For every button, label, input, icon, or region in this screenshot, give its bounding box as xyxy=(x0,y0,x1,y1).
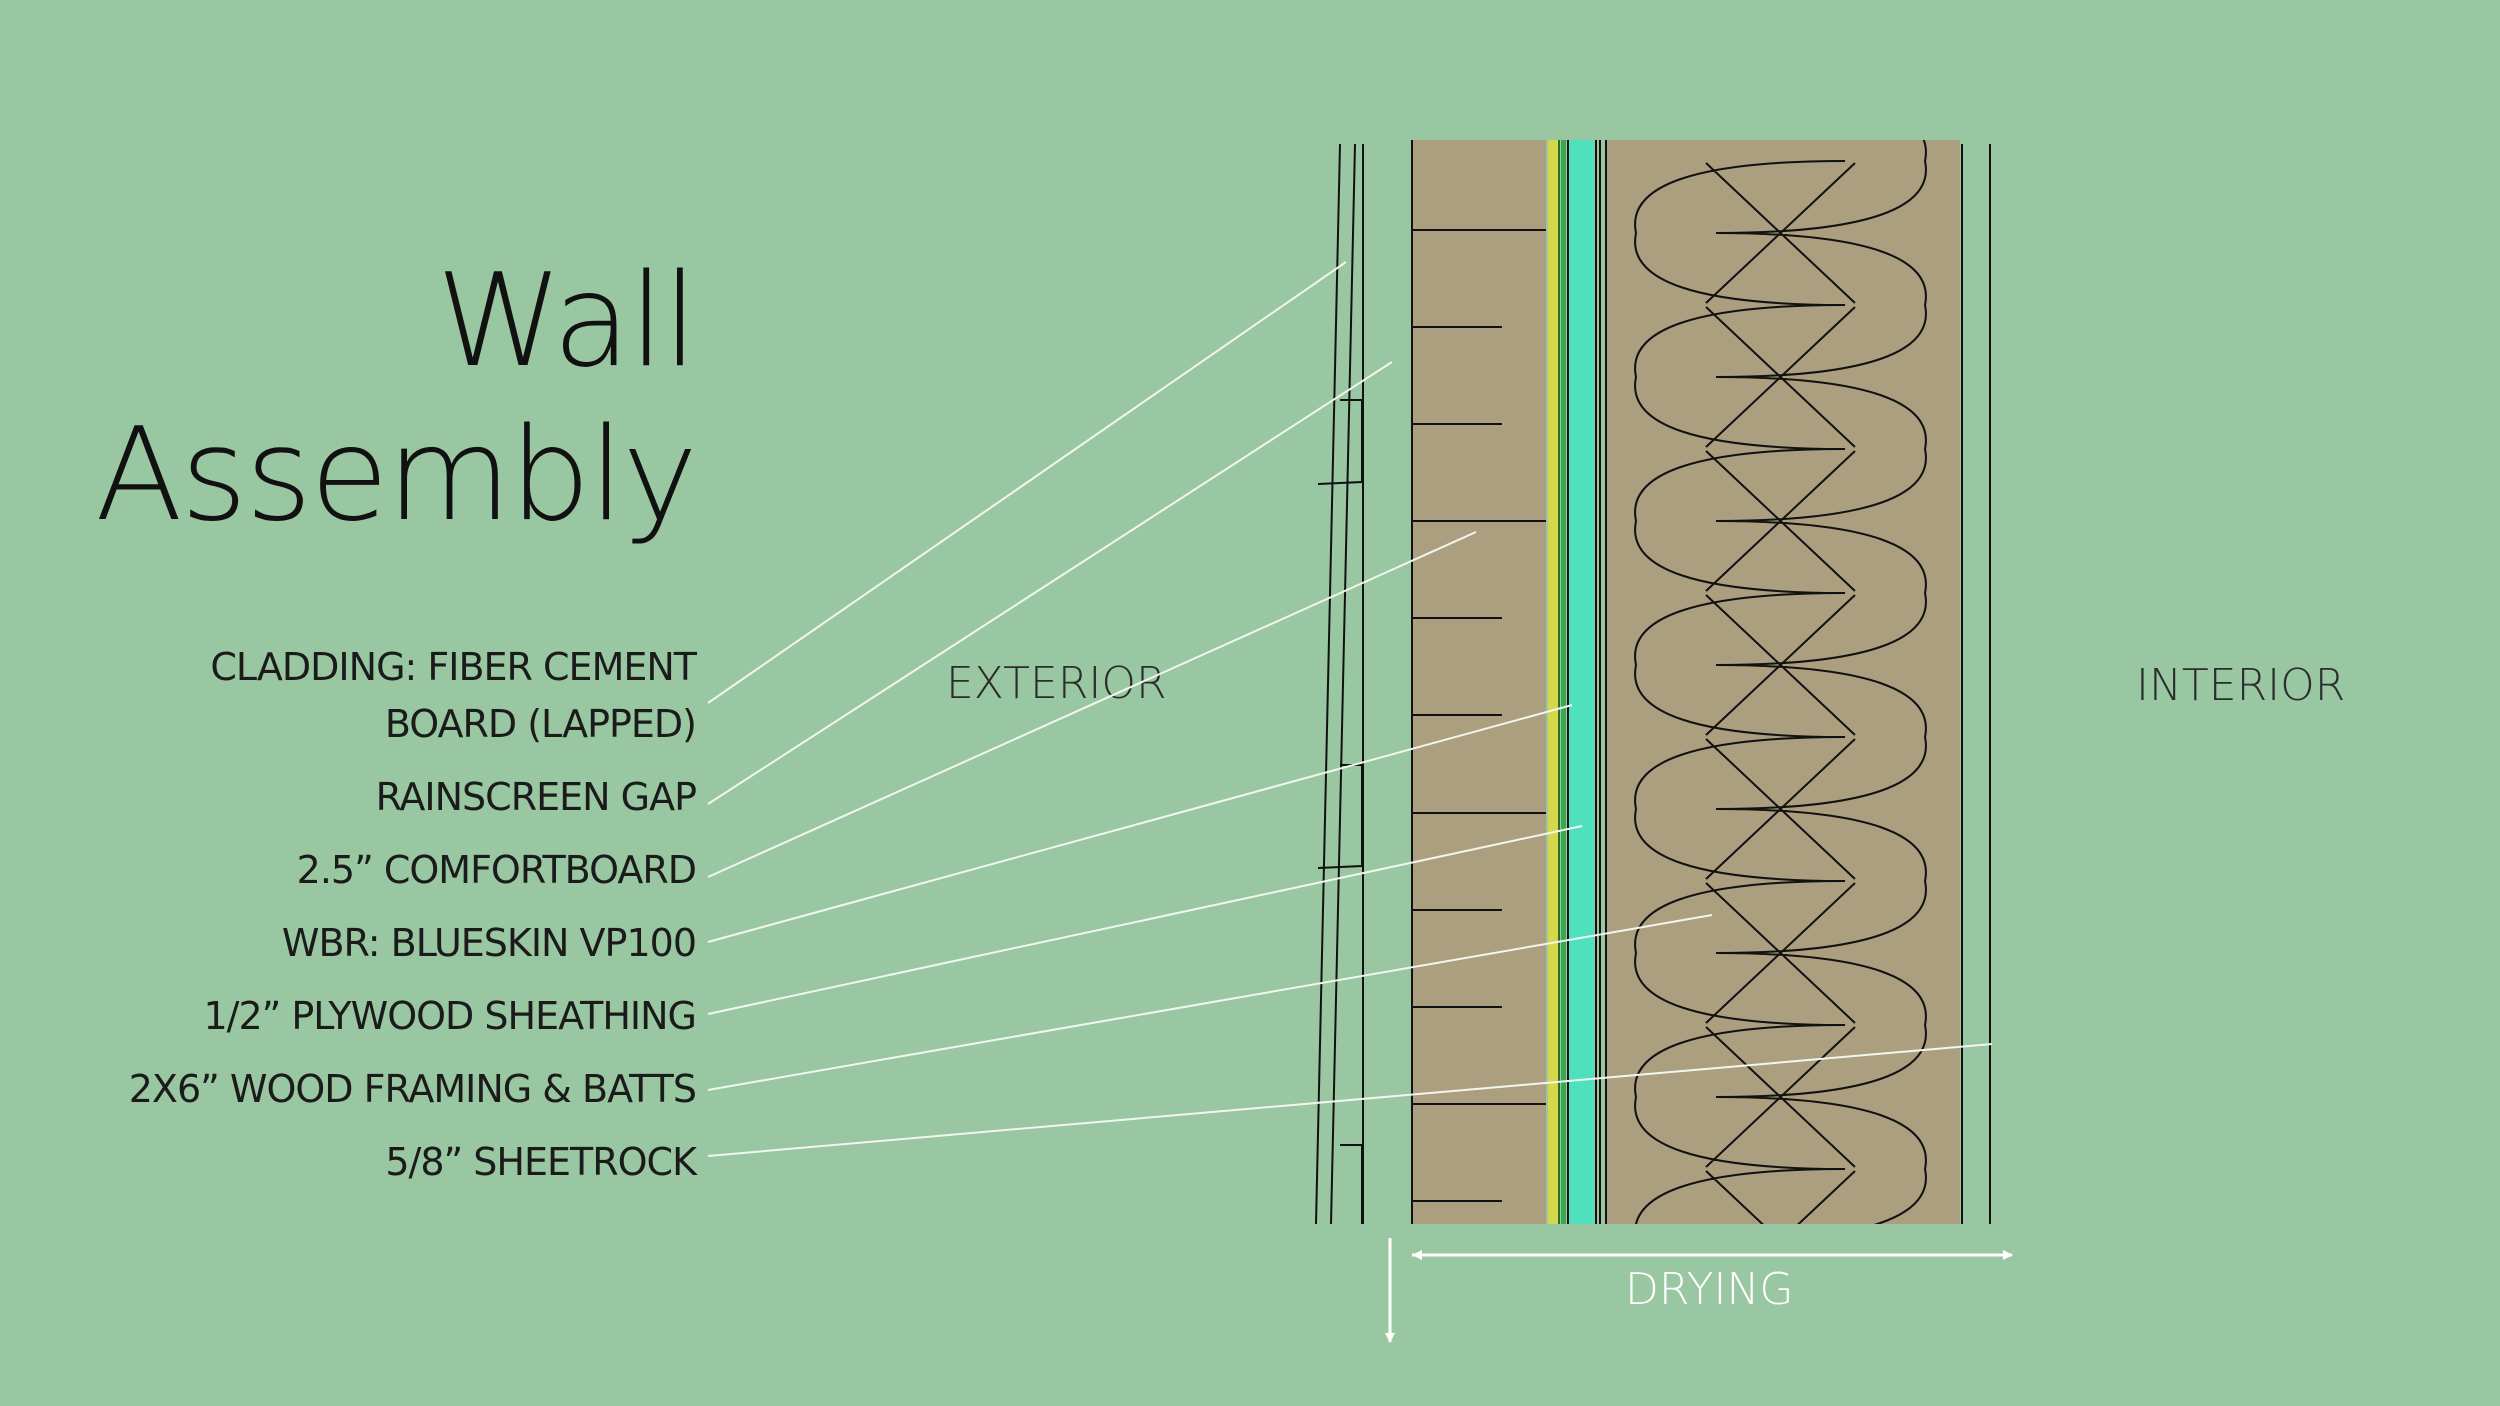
leader-cladding xyxy=(707,261,1347,704)
leader-lines xyxy=(707,261,1993,1157)
leader-wbr xyxy=(707,704,1573,943)
drying-label: DRYING xyxy=(1625,1264,1794,1315)
label-cladding-line-1: CLADDING: FIBER CEMENT xyxy=(210,645,697,689)
label-sheetrock: 5/8” SHEETROCK xyxy=(385,1140,697,1184)
membrane-layers xyxy=(1548,140,1601,1224)
leader-comfortboard xyxy=(707,531,1477,878)
interior-label: INTERIOR xyxy=(2136,660,2346,711)
cladding-boards xyxy=(1315,143,1364,1225)
leader-framing xyxy=(707,914,1713,1091)
leader-rainscreen xyxy=(707,361,1393,805)
leader-plywood xyxy=(707,825,1583,1015)
label-plywood-sheathing: 1/2” PLYWOOD SHEATHING xyxy=(203,994,697,1038)
label-rainscreen-gap: RAINSCREEN GAP xyxy=(375,775,697,819)
label-wbr: WBR: BLUESKIN VP100 xyxy=(281,921,697,965)
title-line-1: Wall xyxy=(436,247,698,396)
label-cladding-line-2: BOARD (LAPPED) xyxy=(384,702,697,746)
drying-arrows xyxy=(1385,1238,2013,1343)
sheetrock-layer xyxy=(1961,144,1991,1224)
exterior-label: EXTERIOR xyxy=(946,658,1167,709)
label-comfortboard: 2.5” COMFORTBOARD xyxy=(296,848,697,892)
title-line-2: Assembly xyxy=(95,401,698,550)
label-wood-framing: 2X6” WOOD FRAMING & BATTS xyxy=(128,1067,697,1111)
leader-sheetrock xyxy=(707,1043,1993,1157)
batt-insulation xyxy=(1605,140,1960,1224)
comfortboard-layer xyxy=(1411,140,1546,1224)
